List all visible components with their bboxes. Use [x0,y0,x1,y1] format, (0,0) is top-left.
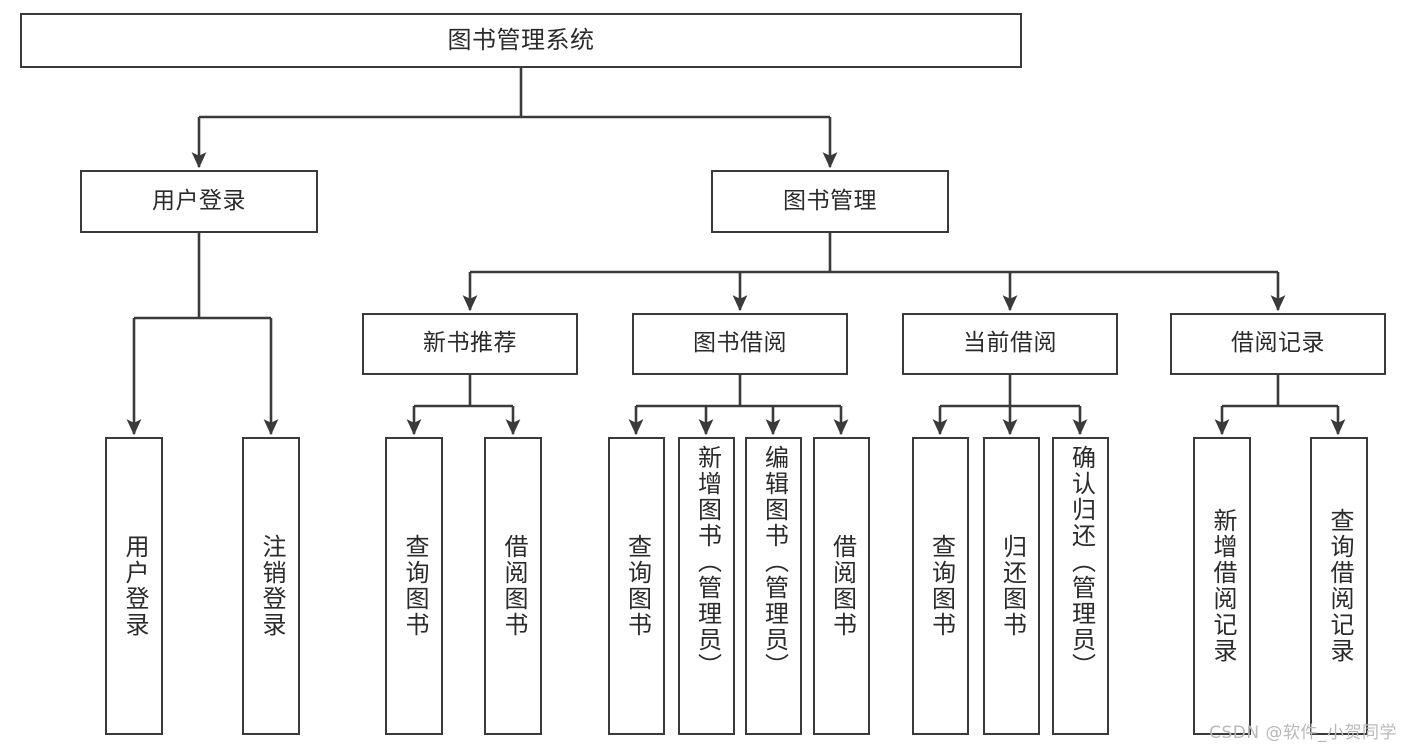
node-label: 借阅图书 [828,534,857,638]
node-label: 图书借阅 [693,330,787,357]
edge-group-borrow-record [1214,375,1346,436]
leaf-book-borrow-edit[interactable]: 编辑图书（管理员） [745,437,802,735]
leaf-user-login-logout[interactable]: 注销登录 [242,437,300,735]
leaf-book-borrow-add[interactable]: 新增图书（管理员） [678,437,735,735]
node-current-borrow[interactable]: 当前借阅 [902,313,1118,375]
edge-group-user-login [126,233,279,436]
edge-group-book-borrow [628,375,849,436]
edge-group-new-book [406,375,521,436]
leaf-current-borrow-return[interactable]: 归还图书 [983,437,1040,735]
leaf-book-borrow-query[interactable]: 查询图书 [608,437,665,735]
node-label: 新增借阅记录 [1208,508,1237,664]
node-label: 当前借阅 [963,330,1057,357]
node-label: 借阅图书 [499,534,528,638]
edge-group-book-manage [462,233,1286,312]
node-label: 注销登录 [257,534,286,638]
node-label: 归还图书 [998,534,1027,638]
leaf-new-book-query[interactable]: 查询图书 [385,437,443,735]
node-label: 查询图书 [623,534,652,638]
node-label: 新书推荐 [423,330,517,357]
edge-group-root [191,68,838,169]
node-root-system[interactable]: 图书管理系统 [20,13,1022,68]
leaf-borrow-record-query[interactable]: 查询借阅记录 [1310,437,1368,735]
node-borrow-record[interactable]: 借阅记录 [1170,313,1386,375]
node-label: 编辑图书（管理员） [760,445,789,679]
node-label: 查询图书 [927,534,956,638]
leaf-user-login-login[interactable]: 用户登录 [105,437,163,735]
node-new-book-recommend[interactable]: 新书推荐 [362,313,578,375]
node-book-borrow[interactable]: 图书借阅 [632,313,848,375]
node-label: 查询借阅记录 [1325,508,1354,664]
node-label: 确认归还（管理员） [1067,445,1096,679]
leaf-borrow-record-add[interactable]: 新增借阅记录 [1193,437,1251,735]
node-label: 图书管理系统 [447,26,595,55]
watermark-text: CSDN @软件_小贺同学 [1209,723,1397,743]
leaf-current-borrow-query[interactable]: 查询图书 [912,437,969,735]
node-label: 借阅记录 [1231,330,1325,357]
node-label: 用户登录 [152,187,246,214]
leaf-new-book-borrow[interactable]: 借阅图书 [484,437,542,735]
leaf-book-borrow-borrow[interactable]: 借阅图书 [813,437,870,735]
node-label: 用户登录 [120,534,149,638]
node-label: 查询图书 [400,534,429,638]
edge-group-current-borrow [932,375,1088,436]
node-book-management[interactable]: 图书管理 [711,170,949,233]
node-label: 新增图书（管理员） [693,445,722,679]
node-user-login[interactable]: 用户登录 [80,170,318,233]
leaf-current-borrow-confirm[interactable]: 确认归还（管理员） [1052,437,1109,735]
node-label: 图书管理 [783,187,877,214]
